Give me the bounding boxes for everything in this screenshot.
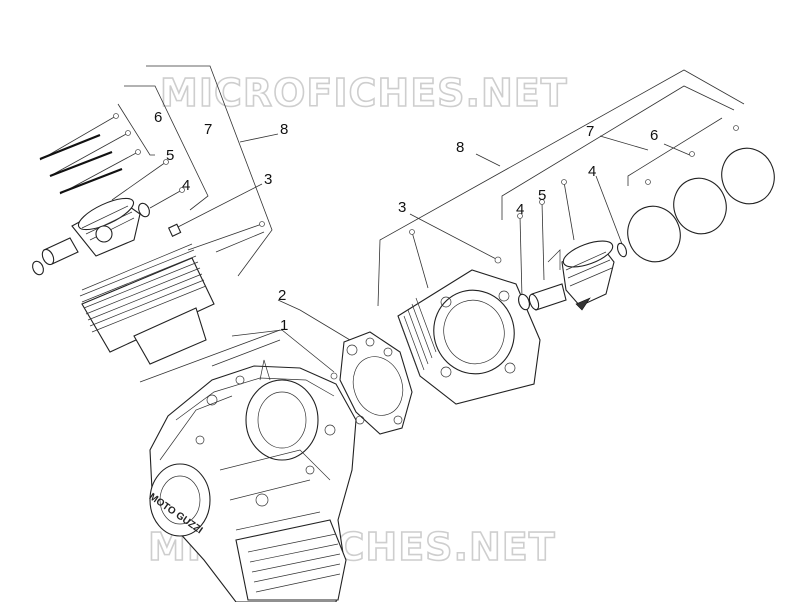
head-gasket <box>339 331 413 435</box>
callout-right-8: 8 <box>456 139 464 156</box>
callout-right-6: 6 <box>650 127 658 144</box>
callout-left-8: 8 <box>280 121 288 138</box>
left-piston <box>71 197 141 257</box>
watermark-top: MICROFICHES.NET <box>160 71 568 115</box>
right-cylinder <box>397 256 541 405</box>
left-piston-rings <box>39 133 123 195</box>
callout-mid-2: 2 <box>278 287 286 304</box>
callout-right-4a: 4 <box>516 201 524 218</box>
left-leader-lines <box>39 65 281 383</box>
callout-left-4: 4 <box>182 177 190 194</box>
right-piston-assembly <box>518 240 628 311</box>
callout-right-4b: 4 <box>588 163 596 180</box>
right-piston-rings <box>627 147 775 263</box>
left-piston-pin <box>32 202 182 276</box>
callout-left-3: 3 <box>264 171 272 188</box>
left-cylinder <box>79 231 265 365</box>
callout-right-3: 3 <box>398 199 406 216</box>
engine-crankcase: MOTO GUZZI <box>147 359 357 602</box>
gasket-dowel <box>330 372 338 380</box>
callout-left-5: 5 <box>166 147 174 164</box>
middle-leader-lines <box>231 299 351 373</box>
callout-left-7: 7 <box>204 121 212 138</box>
left-hardware-dots <box>113 113 265 227</box>
callout-right-5: 5 <box>538 187 546 204</box>
right-leader-lines <box>377 69 745 307</box>
callout-mid-1: 1 <box>280 317 288 334</box>
callout-right-7: 7 <box>586 123 594 140</box>
callout-left-6: 6 <box>154 109 162 126</box>
right-hardware-dots <box>409 125 739 235</box>
